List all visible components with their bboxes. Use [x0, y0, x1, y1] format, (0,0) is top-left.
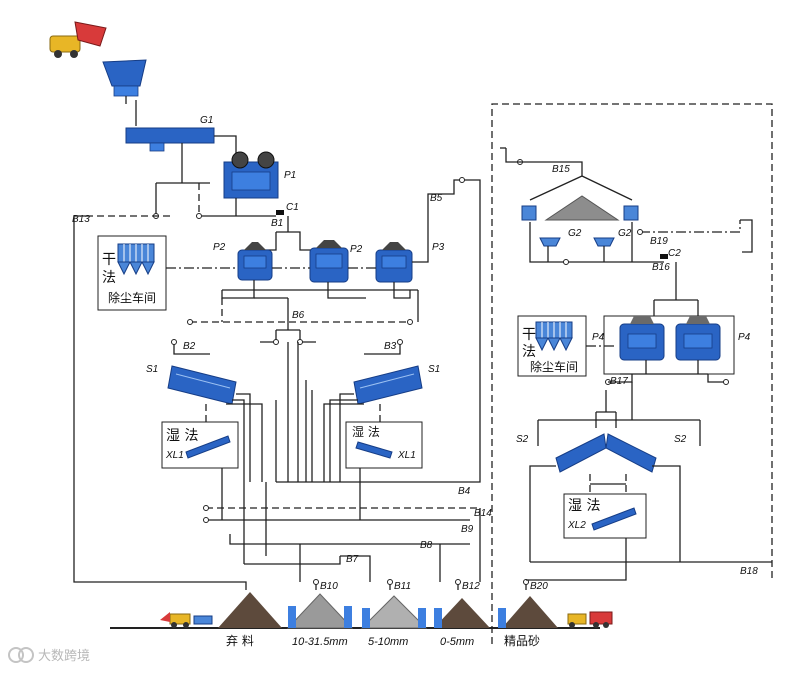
belt-scale-c2: [660, 254, 668, 259]
wet-label-right: 湿 法: [352, 424, 380, 439]
cone-crusher-p2-right: [309, 240, 349, 283]
dust-removal-workshop-left: [97, 235, 167, 311]
label-b5: B5: [430, 193, 443, 204]
product-fine-sand: 精品砂: [504, 634, 540, 648]
pile-5-10mm: [360, 595, 428, 629]
waste-pile: [218, 592, 282, 628]
label-s2-left: S2: [516, 434, 529, 445]
label-b12: B12: [462, 581, 480, 592]
label-b14: B14: [474, 508, 492, 519]
loader-truck-left-icon: [160, 612, 213, 628]
label-b20: B20: [530, 581, 548, 592]
jaw-crusher-p1: [223, 151, 279, 199]
wet-label-bottom: 湿 法: [568, 498, 600, 514]
vsi-crusher-p4-left: [619, 316, 665, 361]
cone-crusher-p3: [375, 242, 413, 283]
label-b9: B9: [461, 524, 474, 535]
label-b18: B18: [740, 566, 758, 577]
label-b4: B4: [458, 486, 471, 497]
sand-stockpile-top: [521, 195, 639, 221]
label-b10: B10: [320, 581, 338, 592]
dump-truck-icon: [49, 21, 107, 58]
watermark-logo-icon: [8, 647, 34, 663]
label-b1: B1: [271, 218, 283, 229]
feed-hopper: [102, 59, 147, 104]
label-b8: B8: [420, 540, 433, 551]
label-b3: B3: [384, 341, 397, 352]
wet-sand-washer-xl2: [563, 493, 647, 539]
label-g1: G1: [200, 115, 213, 126]
vibrating-feeder-g1: [125, 127, 215, 152]
product-0-5mm: 0-5mm: [440, 636, 474, 648]
pile-10-31-5mm: [286, 593, 354, 629]
dry-method-char-1-right: 干: [522, 327, 536, 343]
vibrating-screen-s1-right: [353, 365, 423, 405]
label-b7: B7: [346, 554, 359, 565]
product-10-31-5mm: 10-31.5mm: [292, 636, 348, 648]
label-c1: C1: [286, 202, 299, 213]
label-b2: B2: [183, 341, 196, 352]
label-s2-right: S2: [674, 434, 687, 445]
belt-scale-c1: [276, 210, 284, 215]
feeder-g2-right: [593, 237, 615, 247]
loader-truck-right-icon: [567, 611, 613, 628]
label-xl1-right: XL1: [397, 450, 416, 461]
label-s1-left: S1: [146, 364, 158, 375]
label-c2: C2: [668, 248, 681, 259]
vibrating-screen-s1-left: [167, 365, 237, 405]
label-b19: B19: [650, 236, 668, 247]
label-p2-right: P2: [350, 244, 363, 255]
wet-sand-washer-right: [345, 421, 423, 469]
label-p3: P3: [432, 242, 445, 253]
pile-fine-sand: [498, 596, 558, 628]
cone-crusher-p2-left: [237, 242, 273, 281]
product-waste: 弃 料: [226, 633, 254, 648]
label-xl2: XL2: [567, 520, 586, 531]
dry-method-char-1: 干: [102, 252, 116, 268]
wet-label-left: 湿 法: [166, 428, 198, 444]
pile-0-5mm: [434, 598, 490, 628]
dust-workshop-label-right: 除尘车间: [530, 359, 578, 374]
dust-removal-workshop-right: [517, 315, 587, 377]
watermark-text: 大数跨境: [38, 649, 90, 664]
label-b17: B17: [610, 376, 628, 387]
vsi-crusher-p4-right: [675, 316, 721, 361]
dry-method-char-2: 法: [102, 270, 116, 286]
label-b16: B16: [652, 262, 670, 273]
dust-workshop-label-left: 除尘车间: [108, 290, 156, 305]
label-xl1-left: XL1: [165, 450, 184, 461]
vibrating-screen-s2-right: [605, 433, 657, 473]
label-b15: B15: [552, 164, 570, 175]
vibrating-screen-s2-left: [555, 433, 607, 473]
wet-sand-washer-left: [161, 421, 239, 469]
label-b6: B6: [292, 310, 305, 321]
label-g2-right: G2: [618, 228, 632, 239]
label-b13: B13: [72, 214, 90, 225]
label-p4-left: P4: [592, 332, 605, 343]
product-5-10mm: 5-10mm: [368, 636, 408, 648]
label-b11: B11: [394, 581, 411, 592]
label-s1-right: S1: [428, 364, 440, 375]
feeder-g2-left: [539, 237, 561, 247]
label-p4-right: P4: [738, 332, 751, 343]
dry-method-char-2-right: 法: [522, 344, 536, 360]
label-p1: P1: [284, 170, 296, 181]
label-g2-left: G2: [568, 228, 582, 239]
label-p2-left: P2: [213, 242, 226, 253]
